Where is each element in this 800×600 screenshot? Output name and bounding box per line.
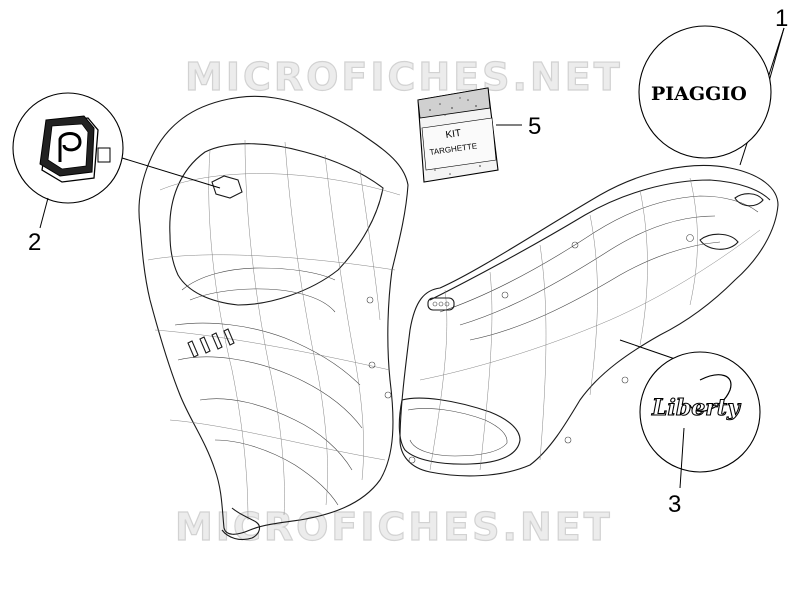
- callout-2: 2: [12, 92, 221, 256]
- piaggio-logo-text: PIAGGIO: [651, 83, 747, 105]
- piaggio-logo-circle: [638, 25, 772, 159]
- callout-number-1: 1: [775, 5, 788, 32]
- rear-body: [398, 165, 779, 477]
- watermark-top: MICROFICHES.NET: [185, 55, 623, 99]
- callout-number-5: 5: [528, 113, 541, 140]
- callout-1: PIAGGIO 1: [638, 5, 788, 166]
- liberty-logo-text: Liberty: [651, 395, 742, 421]
- liberty-logo: Liberty: [650, 374, 743, 422]
- shield-emblem-mount: [211, 175, 243, 199]
- shield-vents: [187, 328, 235, 358]
- callout-5: KIT TARGHETTE 5: [417, 87, 541, 183]
- watermark-bottom: MICROFICHES.NET: [175, 505, 613, 549]
- kit-label-line1: KIT: [445, 128, 462, 141]
- kit-bag-icon: [417, 87, 499, 183]
- liberty-logo-circle: [639, 351, 761, 473]
- piaggio-emblem-icon: [39, 115, 111, 183]
- callout-3: Liberty 3: [619, 339, 761, 518]
- callout-number-2: 2: [28, 229, 41, 256]
- front-shield: [138, 95, 409, 541]
- callout-number-3: 3: [668, 491, 681, 518]
- rear-badge-mount: [427, 297, 455, 311]
